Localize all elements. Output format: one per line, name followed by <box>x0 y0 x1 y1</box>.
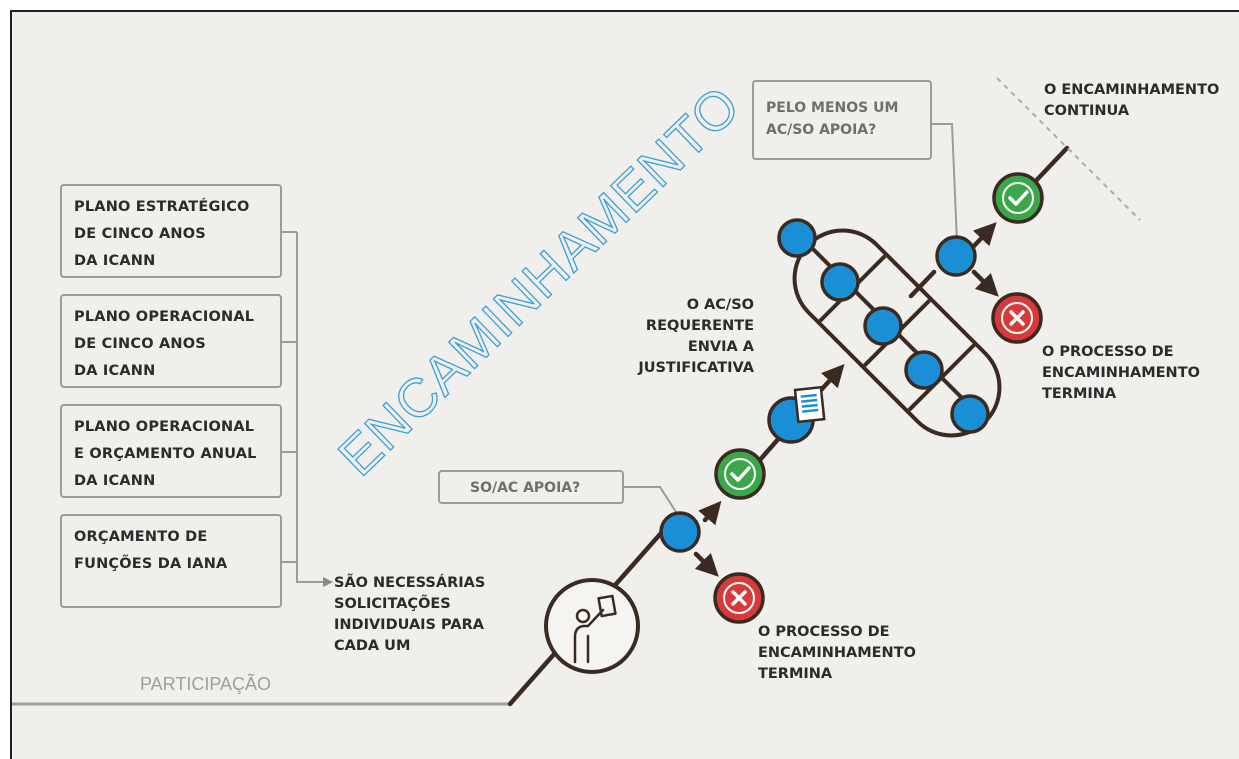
connector-so-ac <box>624 486 677 513</box>
vote-node <box>904 350 944 390</box>
plan-label: ORÇAMENTO DE FUNÇÕES DA IANA <box>74 529 228 572</box>
vote-node <box>820 262 860 302</box>
decision-node-at-least-one <box>935 235 977 277</box>
cross-icon <box>991 292 1043 344</box>
plan-label: PLANO OPERACIONAL E ORÇAMENTO ANUAL DA I… <box>74 419 257 489</box>
document-icon <box>793 385 826 424</box>
connector-at-least-one <box>932 123 958 243</box>
diagram-canvas: PLANO ESTRATÉGICO DE CINCO ANOS DA ICANN… <box>10 10 1239 759</box>
question-label: PELO MENOS UM AC/SO APOIA? <box>766 100 899 138</box>
question-box-at-least-one: PELO MENOS UM AC/SO APOIA? <box>752 80 932 160</box>
question-label: SO/AC APOIA? <box>470 480 581 496</box>
vote-nodes <box>777 218 990 434</box>
individual-requests-label: SÃO NECESSÁRIAS SOLICITAÇÕES INDIVIDUAIS… <box>334 575 486 654</box>
vote-node <box>863 306 903 346</box>
flow-graphics: ENCAMINHAMENTO PARTICIPAÇÃO <box>12 74 1141 707</box>
cross-icon <box>713 572 765 624</box>
plan-box-iana-budget: ORÇAMENTO DE FUNÇÕES DA IANA <box>60 514 282 608</box>
plans-bracket <box>282 231 333 587</box>
plan-box-strategic: PLANO ESTRATÉGICO DE CINCO ANOS DA ICANN <box>60 184 282 278</box>
requester-sends-label: O AC/SO REQUERENTE ENVIA A JUSTIFICATIVA <box>638 297 754 376</box>
escalation-continues-label: O ENCAMINHAMENTO CONTINUA <box>1044 82 1220 119</box>
vote-node <box>777 218 817 258</box>
check-icon <box>714 448 766 500</box>
question-box-so-ac-supports: SO/AC APOIA? <box>438 470 624 504</box>
plan-box-annual-budget: PLANO OPERACIONAL E ORÇAMENTO ANUAL DA I… <box>60 404 282 498</box>
participation-label: PARTICIPAÇÃO <box>140 673 271 694</box>
person-holding-sign-icon <box>544 578 640 674</box>
process-ends-label-2: O PROCESSO DE ENCAMINHAMENTO TERMINA <box>1042 344 1200 402</box>
process-ends-label-1: O PROCESSO DE ENCAMINHAMENTO TERMINA <box>758 624 916 682</box>
plan-box-operational: PLANO OPERACIONAL DE CINCO ANOS DA ICANN <box>60 294 282 388</box>
vote-node <box>950 394 990 434</box>
decision-node-so-ac <box>659 511 701 553</box>
continue-dashed-line <box>996 77 1141 221</box>
plan-label: PLANO ESTRATÉGICO DE CINCO ANOS DA ICANN <box>74 199 250 269</box>
check-icon <box>992 172 1044 224</box>
escalation-title: ENCAMINHAMENTO <box>327 75 751 488</box>
plan-label: PLANO OPERACIONAL DE CINCO ANOS DA ICANN <box>74 309 255 379</box>
